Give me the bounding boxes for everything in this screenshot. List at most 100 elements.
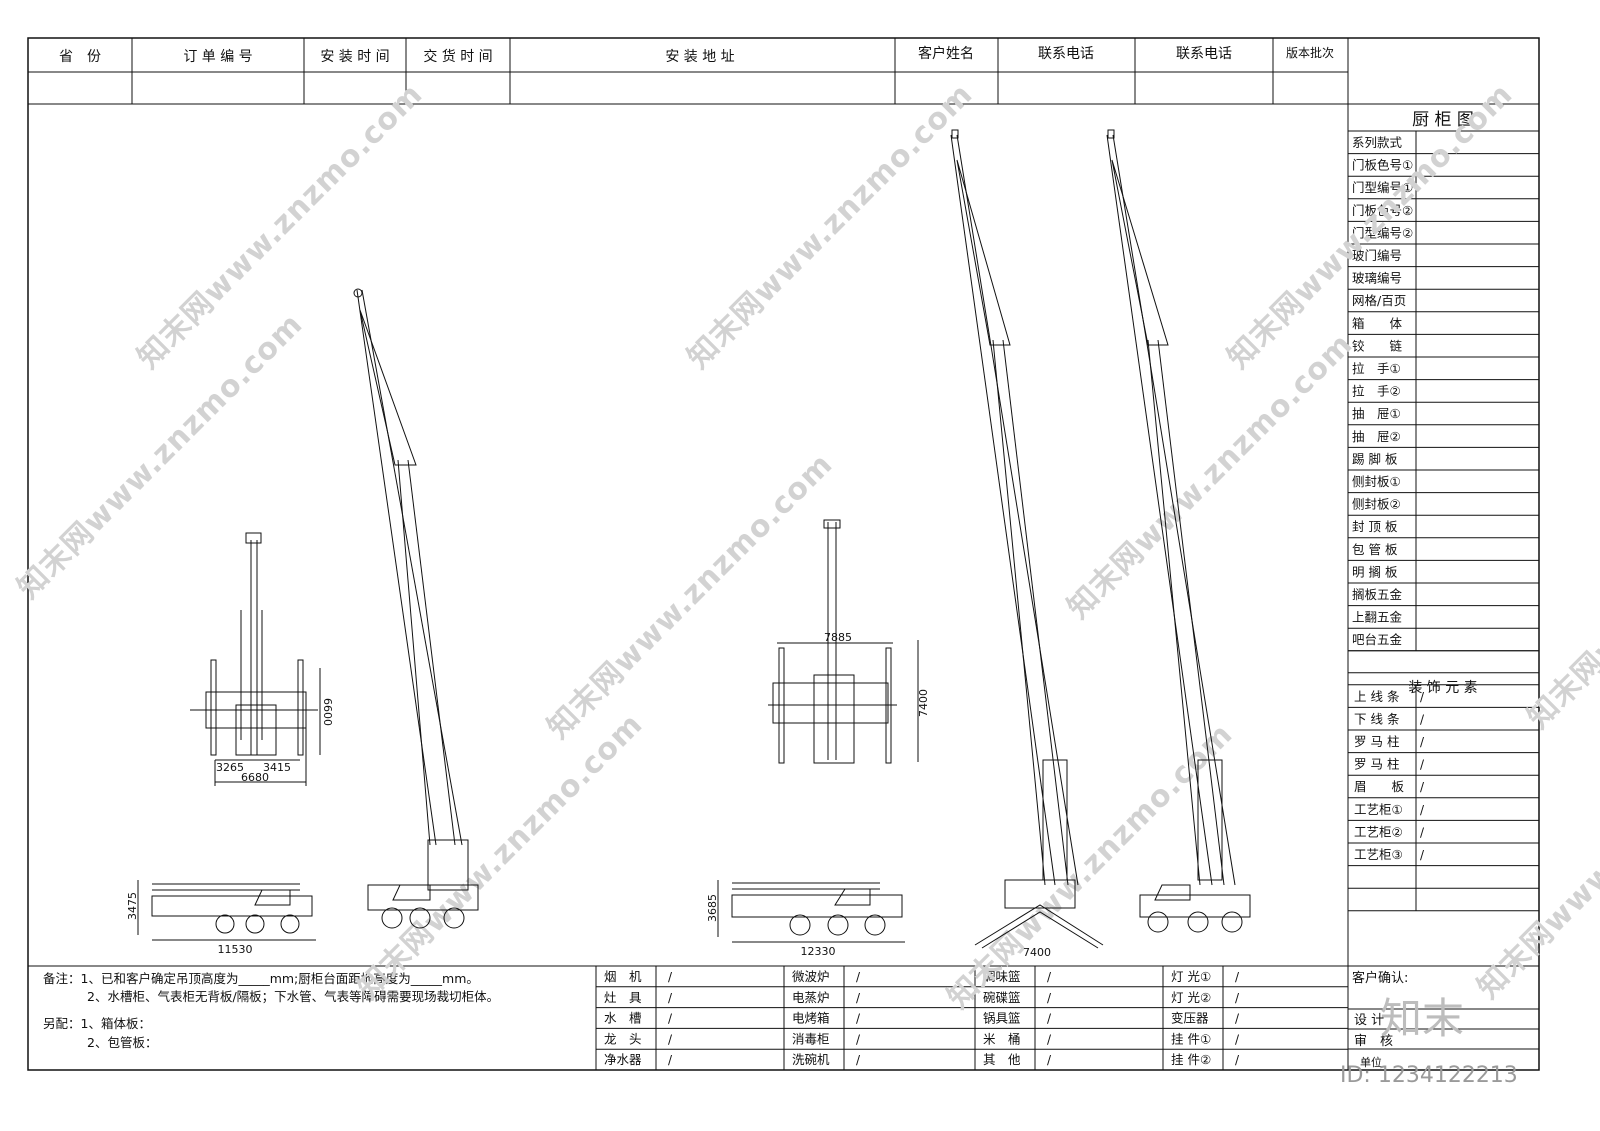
appliance-label: 净水器 (604, 1052, 642, 1067)
appliance-slash: / (668, 991, 673, 1005)
appliance-label: 烟 机 (604, 969, 642, 984)
appliance-label: 消毒柜 (792, 1031, 830, 1046)
appliance-slash: / (668, 970, 673, 984)
customer-confirm: 客户确认: (1352, 970, 1408, 986)
sidebar-item-label: 门型编号② (1352, 225, 1413, 240)
sidebar-item-label: 抽 屉② (1352, 429, 1401, 444)
sidebar-item-label: 搁板五金 (1352, 587, 1403, 602)
appliance-slash: / (1047, 1032, 1052, 1046)
dim-front1-right: 3415 (263, 761, 291, 774)
appliance-slash: / (856, 1053, 861, 1067)
crane-front-view-1 (190, 532, 321, 786)
sidebar-item-label: 玻璃编号 (1352, 271, 1402, 286)
decor-slash: / (1420, 758, 1425, 772)
appliance-label: 微波炉 (792, 969, 830, 984)
sidebar-item-label: 铰 链 (1352, 338, 1403, 353)
sidebar-item-label: 拉 手② (1352, 384, 1401, 399)
decor-item-label: 上 线 条 (1354, 689, 1400, 704)
appliance-label: 电烤箱 (792, 1011, 830, 1026)
decor-slash: / (1420, 848, 1425, 862)
appliance-slash: / (668, 1032, 673, 1046)
watermark-text: 知末网www.znzmo.com (1521, 437, 1600, 736)
header-version: 版本批次 (1286, 45, 1334, 60)
appliance-label: 龙 头 (604, 1031, 642, 1046)
appliance-slash: / (1235, 1032, 1240, 1046)
dim-side1-length: 11530 (218, 943, 253, 956)
note-line-3: 另配：1、箱体板： (43, 1016, 151, 1031)
appliance-slash: / (1235, 1053, 1240, 1067)
appliance-label: 变压器 (1171, 1011, 1209, 1026)
sign-unit: 单位 (1360, 1055, 1382, 1069)
dim-side1-height: 3475 (126, 892, 139, 920)
watermark-id: ID: 1234122213 (1340, 1063, 1518, 1088)
dimension-labels: 3265 3415 6680 6600 7885 7400 3475 11530… (126, 631, 1051, 959)
watermark-text: 知末网www.znzmo.com (351, 707, 650, 1006)
decor-item-label: 眉 板 (1354, 779, 1405, 794)
appliance-slash: / (1235, 991, 1240, 1005)
decor-slash: / (1420, 690, 1425, 704)
appliance-slash: / (856, 991, 861, 1005)
decor-item-label: 工艺柜③ (1354, 847, 1403, 862)
sidebar-item-label: 吧台五金 (1352, 632, 1403, 647)
decor-item-label: 罗 马 柱 (1354, 734, 1399, 749)
header-delivery-time: 交 货 时 间 (423, 48, 492, 65)
sidebar-item-label: 箱 体 (1352, 316, 1403, 331)
sidebar-item-label: 侧封板② (1352, 497, 1401, 512)
header-customer-name: 客户姓名 (918, 45, 974, 62)
dim-outrigger-width: 7400 (1023, 946, 1051, 959)
sidebar-item-label: 拉 手① (1352, 361, 1401, 376)
dim-front2-width: 7885 (824, 631, 852, 644)
dim-front1-left: 3265 (216, 761, 244, 774)
cabinet-spec-sidebar: 厨 柜 图 装 饰 元 素 系列款式门板色号①门型编号①门板色号②门型编号②玻门… (1348, 110, 1539, 912)
crane-boom-extended-3 (1106, 129, 1251, 933)
appliance-label: 碗碟篮 (983, 990, 1021, 1005)
decor-slash: / (1420, 712, 1425, 726)
dim-front2-height: 7400 (917, 689, 930, 717)
crane-boom-extended-2 (950, 129, 1104, 949)
dim-front1-height: 6600 (321, 698, 334, 726)
sidebar-item-label: 上翻五金 (1352, 610, 1403, 625)
sidebar-item-label: 侧封板① (1352, 474, 1401, 489)
appliance-label: 其 他 (983, 1052, 1021, 1067)
appliance-slash: / (1047, 1053, 1052, 1067)
header-phone-2: 联系电话 (1176, 46, 1232, 62)
appliance-label: 挂 件② (1171, 1052, 1211, 1067)
header-order-no: 订 单 编 号 (183, 49, 252, 65)
appliance-slash: / (856, 1032, 861, 1046)
header-address: 安 装 地 址 (665, 49, 734, 65)
brand-logo: 知末 (1380, 994, 1464, 1043)
sign-design: 设 计 (1354, 1013, 1384, 1028)
note-line-4: 2、包管板： (87, 1035, 157, 1050)
sidebar-item-label: 明 搁 板 (1352, 564, 1398, 579)
bottom-area: 备注：1、已和客户确定吊顶高度为_____mm;厨柜台面距地高度为_____mm… (28, 965, 1539, 1070)
note-line-2: 2、水槽柜、气表柜无背板/隔板；下水管、气表等障碍需要现场裁切柜体。 (87, 989, 499, 1004)
appliance-slash: / (668, 1012, 673, 1026)
sidebar-title: 厨 柜 图 (1412, 110, 1474, 130)
appliance-label: 挂 件① (1171, 1031, 1211, 1046)
appliance-slash: / (1047, 970, 1052, 984)
header-province: 省 份 (59, 49, 101, 65)
appliance-slash: / (1235, 970, 1240, 984)
appliance-slash: / (1235, 1012, 1240, 1026)
appliance-label: 洗碗机 (792, 1052, 830, 1067)
decor-item-label: 工艺柜② (1354, 824, 1403, 839)
watermark-text: 知末网www.znzmo.com (1061, 327, 1360, 626)
appliance-label: 电蒸炉 (792, 990, 830, 1005)
appliance-label: 灶 具 (604, 990, 642, 1005)
decor-slash: / (1420, 803, 1425, 817)
appliance-slash: / (1047, 1012, 1052, 1026)
header-install-time: 安 装 时 间 (320, 49, 389, 65)
crane-boom-extended-1 (353, 288, 479, 929)
dim-side2-length: 12330 (801, 945, 836, 958)
decor-slash: / (1420, 735, 1425, 749)
sidebar-item-label: 包 管 板 (1352, 542, 1398, 557)
appliance-slash: / (856, 1012, 861, 1026)
appliance-label: 调味篮 (983, 969, 1021, 984)
watermark-text: 知末网www.znzmo.com (681, 77, 980, 376)
appliance-label: 灯 光① (1171, 969, 1211, 984)
appliance-label: 锅具篮 (983, 1011, 1021, 1026)
appliance-label: 灯 光② (1171, 990, 1211, 1005)
sidebar-item-label: 系列款式 (1352, 135, 1403, 150)
appliance-slash: / (668, 1053, 673, 1067)
